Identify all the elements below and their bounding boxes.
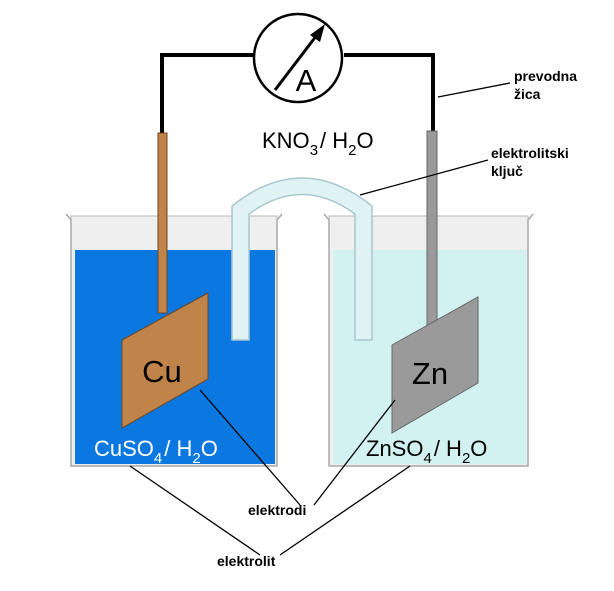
leader-wire xyxy=(437,82,511,98)
zinc-rod xyxy=(426,130,438,332)
leader-bridge xyxy=(359,159,489,196)
bridge-label-line1: elektrolitski xyxy=(491,145,569,161)
electrolyte-label: elektrolit xyxy=(217,553,276,569)
ammeter: A xyxy=(252,12,344,104)
leader-electrode-cu xyxy=(199,389,301,506)
cuso4-formula: CuSO4/ H2O xyxy=(94,436,218,467)
left-beaker-rim xyxy=(65,213,283,467)
copper-label: Cu xyxy=(142,354,182,389)
ammeter-needle xyxy=(273,30,322,91)
leader-electrolyte-cu xyxy=(129,465,261,556)
salt-bridge-formula: KNO3/ H2O xyxy=(262,128,374,159)
zinc-label: Zn xyxy=(412,356,448,391)
leader-electrolyte-zn xyxy=(279,465,411,556)
copper-electrode: Cu xyxy=(121,132,209,429)
znso4-formula: ZnSO4/ H2O xyxy=(366,436,487,467)
wire-label-line1: prevodna xyxy=(514,68,577,84)
bridge-label-line2: ključ xyxy=(491,163,523,179)
copper-rod xyxy=(157,132,168,314)
zinc-electrode: Zn xyxy=(391,130,479,434)
electrodes-label: elektrodi xyxy=(248,502,306,518)
ammeter-needle-arrowhead xyxy=(310,24,325,42)
right-beaker-rim xyxy=(323,213,534,467)
conducting-wire xyxy=(160,53,435,135)
salt-bridge xyxy=(231,177,373,341)
wire-label-line2: žica xyxy=(514,86,541,102)
leader-electrode-zn xyxy=(313,399,396,506)
leader-lines xyxy=(129,82,511,556)
copper-plate xyxy=(121,292,209,429)
ammeter-symbol: A xyxy=(296,63,317,98)
